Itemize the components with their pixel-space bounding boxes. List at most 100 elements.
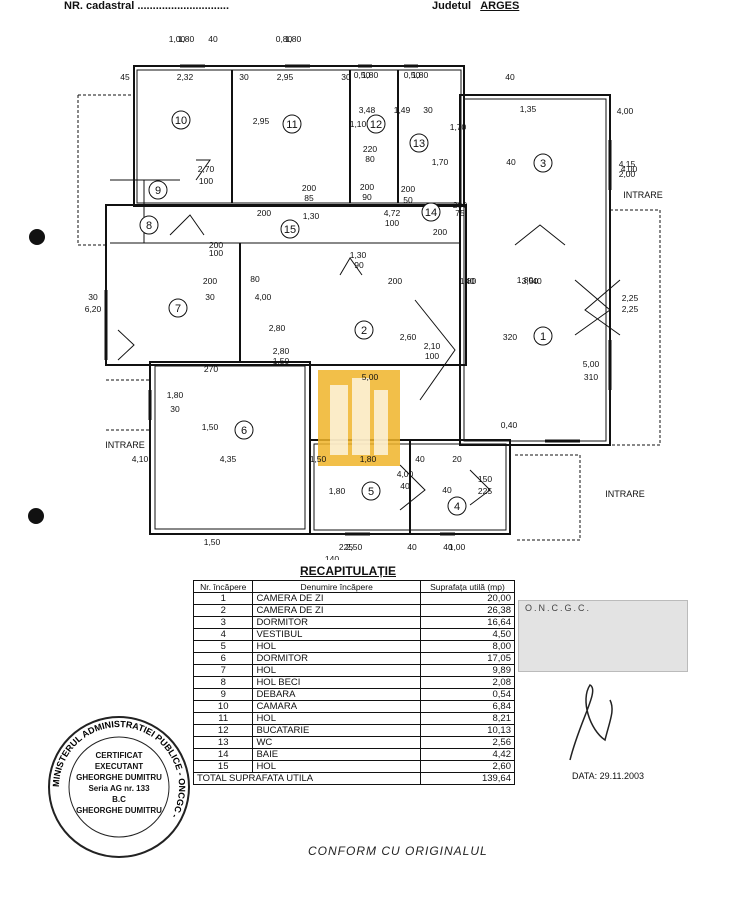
recap-cell-nr: 1 [192,592,254,605]
recap-header-row: Nr. încăpere Denumire încăpere Suprafața… [192,580,516,593]
dimension-label: 2,10 [424,341,441,351]
oncgc-stamp-title: O.N.C.G.C. [525,603,592,613]
dimension-label: 100 [199,176,213,186]
dimension-label: 100 [425,351,439,361]
room-number-circle [354,320,374,340]
recap-cell-area: 8,00 [419,640,516,653]
watermark-logo-bar [374,390,388,455]
recap-cell-nr: 11 [192,712,254,725]
dimension-label: 2,95 [253,116,270,126]
dimension-label: 200 [203,276,217,286]
room-number: 11 [286,119,297,131]
stamp-inner-circle [68,736,170,838]
dimension-label: 90 [362,192,372,202]
entrance-label: INTRARE [605,489,645,499]
signature-stroke [569,684,613,761]
room-number: 2 [361,325,367,337]
door-swing [399,464,426,511]
dimension-label: 75 [455,208,465,218]
room-number: 6 [241,425,247,437]
recap-cell-area: 8,21 [419,712,516,725]
dimension-label: 150 [478,474,492,484]
recap-cell-nr: 2 [192,604,254,617]
recap-cell-nr: 15 [192,760,254,773]
total-value: 139,64 [419,772,516,785]
room-number: 1 [540,331,546,343]
room-number-circle [171,110,191,130]
stamp-line: Seria AG nr. 133 [88,784,150,793]
recap-cell-area: 10,13 [419,724,516,737]
dimension-label: 40 [208,34,218,44]
dimension-label: 2,80 [273,346,290,356]
dimension-label: 0,50 [354,70,371,80]
room-number-circle [533,326,553,346]
recap-cell-area: 4,42 [419,748,516,761]
dimension-label: 0,80 [276,34,293,44]
recap-cell-area: 2,56 [419,736,516,749]
door-swing [514,224,566,246]
dimension-label: 40 [465,276,475,286]
steps-outline [515,454,581,541]
dimension-label: 2,80 [269,323,286,333]
dimension-label: 4,35 [220,454,237,464]
dimension-label: 200 [257,208,271,218]
dimension-label: 200 [302,183,316,193]
recap-cell-nr: 6 [192,652,254,665]
room-number: 8 [146,220,152,232]
punch-hole [28,508,44,524]
recap-title: RECAPITULAȚIE [300,564,396,578]
entrance-label: INTRARE [105,440,145,450]
room-number-circle [282,114,302,134]
dimension-label: 30 [170,404,180,414]
door-swing [117,329,135,361]
dimension-label: 2,25 [622,293,639,303]
dimension-label: 200 [401,184,415,194]
recap-cell-name: HOL BECI [252,676,421,689]
dimension-label: 40 [532,276,542,286]
double-door-swing [574,279,611,336]
dimension-label: 1,50 [204,537,221,547]
dimension-label: 40 [415,454,425,464]
recap-cell-name: CAMARA [252,700,421,713]
dimension-label: 270 [204,364,218,374]
dimension-label: 4,00 [617,106,634,116]
dimension-label: 1,80 [285,34,302,44]
dimension-label: 3,50 [522,276,539,286]
room-number-circle [168,298,188,318]
recap-header-area: Suprafața utilă (mp) [419,580,516,593]
recap-table: Nr. încăpere Denumire încăpere Suprafața… [192,580,516,785]
county-label: Judetul [432,0,472,12]
east-wing-inner-wall [463,98,607,442]
room-number: 10 [175,115,187,127]
door-swing [195,159,211,181]
dimension-label: 1,70 [432,157,449,167]
recap-cell-name: CAMERA DE ZI [252,592,421,605]
recap-cell-name: BUCATARIE [252,724,421,737]
room-number-circle [148,180,168,200]
terrace-outline [610,209,661,446]
dimension-label: 100 [385,218,399,228]
room-number: 13 [413,138,425,150]
steps-outline [106,379,150,431]
recap-cell-name: HOL [252,664,421,677]
watermark-logo-bar [330,385,348,455]
recap-cell-area: 20,00 [419,592,516,605]
recap-cell-area: 16,64 [419,616,516,629]
dimension-label: 1,35 [520,104,537,114]
room-number-circle [421,202,441,222]
door-swing [469,469,491,506]
dimension-label: 40 [506,157,516,167]
door-swing [414,299,456,401]
recap-cell-nr: 10 [192,700,254,713]
recap-cell-nr: 13 [192,736,254,749]
dimension-label: 1,80 [412,70,429,80]
dimension-label: 1,50 [273,356,290,366]
entrance-label: INTRARE [623,190,663,200]
recap-cell-name: HOL [252,712,421,725]
cadastral-number-label: NR. cadastral ..........................… [64,0,230,12]
